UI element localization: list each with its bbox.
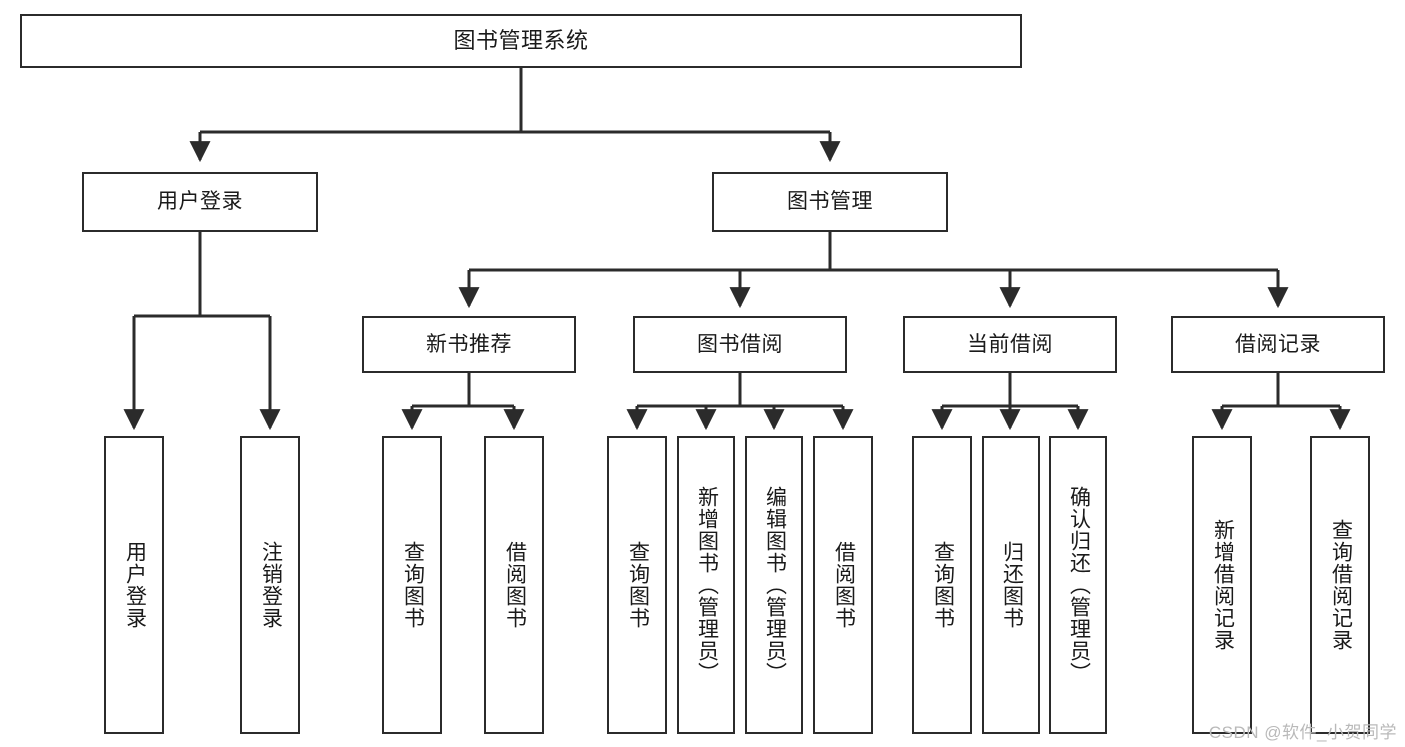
leaf-current-borrow-query[interactable]: 查询图书 xyxy=(912,436,972,734)
node-label: 图书管理系统 xyxy=(453,27,589,53)
leaf-current-borrow-return[interactable]: 归还图书 xyxy=(982,436,1040,734)
node-label: 借阅图书 xyxy=(832,541,856,629)
node-user-login[interactable]: 用户登录 xyxy=(82,172,318,232)
node-label: 新增图书（管理员） xyxy=(695,486,719,684)
node-label: 注销登录 xyxy=(259,541,283,629)
node-book-management[interactable]: 图书管理 xyxy=(712,172,948,232)
node-label: 确认归还（管理员） xyxy=(1067,486,1091,684)
node-label: 用户登录 xyxy=(157,190,243,214)
node-label: 借阅记录 xyxy=(1235,332,1321,356)
node-current-borrow[interactable]: 当前借阅 xyxy=(903,316,1117,373)
node-label: 用户登录 xyxy=(123,541,147,629)
node-root-system[interactable]: 图书管理系统 xyxy=(20,14,1022,68)
watermark: CSDN @软件_小贺同学 xyxy=(1208,723,1397,742)
node-label: 新书推荐 xyxy=(426,332,512,356)
node-borrow-record[interactable]: 借阅记录 xyxy=(1171,316,1385,373)
leaf-borrow-record-query[interactable]: 查询借阅记录 xyxy=(1310,436,1370,734)
leaf-user-login-logout[interactable]: 注销登录 xyxy=(240,436,300,734)
leaf-borrow-record-add[interactable]: 新增借阅记录 xyxy=(1192,436,1252,734)
leaf-book-borrow-borrow[interactable]: 借阅图书 xyxy=(813,436,873,734)
node-label: 新增借阅记录 xyxy=(1211,519,1235,651)
leaf-book-borrow-add-admin[interactable]: 新增图书（管理员） xyxy=(677,436,735,734)
node-label: 当前借阅 xyxy=(967,332,1053,356)
node-book-borrow[interactable]: 图书借阅 xyxy=(633,316,847,373)
leaf-user-login-login[interactable]: 用户登录 xyxy=(104,436,164,734)
node-label: 图书借阅 xyxy=(697,332,783,356)
node-label: 归还图书 xyxy=(1000,541,1024,629)
leaf-book-borrow-edit-admin[interactable]: 编辑图书（管理员） xyxy=(745,436,803,734)
leaf-current-borrow-confirm-admin[interactable]: 确认归还（管理员） xyxy=(1049,436,1107,734)
node-label: 查询借阅记录 xyxy=(1329,519,1353,651)
leaf-new-book-query[interactable]: 查询图书 xyxy=(382,436,442,734)
node-new-book-recommend[interactable]: 新书推荐 xyxy=(362,316,576,373)
node-label: 编辑图书（管理员） xyxy=(763,486,787,684)
leaf-new-book-borrow[interactable]: 借阅图书 xyxy=(484,436,544,734)
node-label: 查询图书 xyxy=(626,541,650,629)
node-label: 图书管理 xyxy=(787,190,873,214)
node-label: 查询图书 xyxy=(401,541,425,629)
node-label: 借阅图书 xyxy=(503,541,527,629)
node-label: 查询图书 xyxy=(931,541,955,629)
leaf-book-borrow-query[interactable]: 查询图书 xyxy=(607,436,667,734)
